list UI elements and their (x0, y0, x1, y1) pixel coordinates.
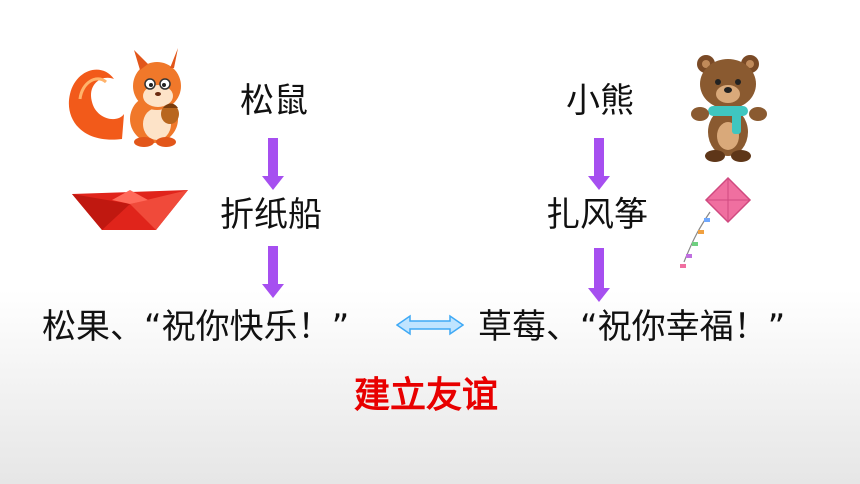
down-arrow-left-1 (262, 138, 284, 190)
down-arrow-right-1 (588, 138, 610, 190)
paper-boat-icon (72, 190, 188, 230)
squirrel-label: 松鼠 (240, 81, 308, 121)
squirrel-icon (68, 48, 181, 147)
squirrel-activity: 折纸船 (220, 195, 322, 235)
kite-icon (680, 176, 752, 268)
result-label: 建立友谊 (354, 375, 499, 416)
bear-icon (691, 55, 767, 162)
down-arrow-left-2 (262, 246, 284, 298)
bear-activity: 扎风筝 (546, 195, 648, 235)
bear-gift: 草莓、“祝你幸福！” (478, 307, 786, 347)
squirrel-gift: 松果、“祝你快乐！” (42, 307, 350, 347)
bear-label: 小熊 (566, 81, 634, 121)
double-arrow-icon (396, 314, 464, 336)
down-arrow-right-2 (588, 248, 610, 302)
